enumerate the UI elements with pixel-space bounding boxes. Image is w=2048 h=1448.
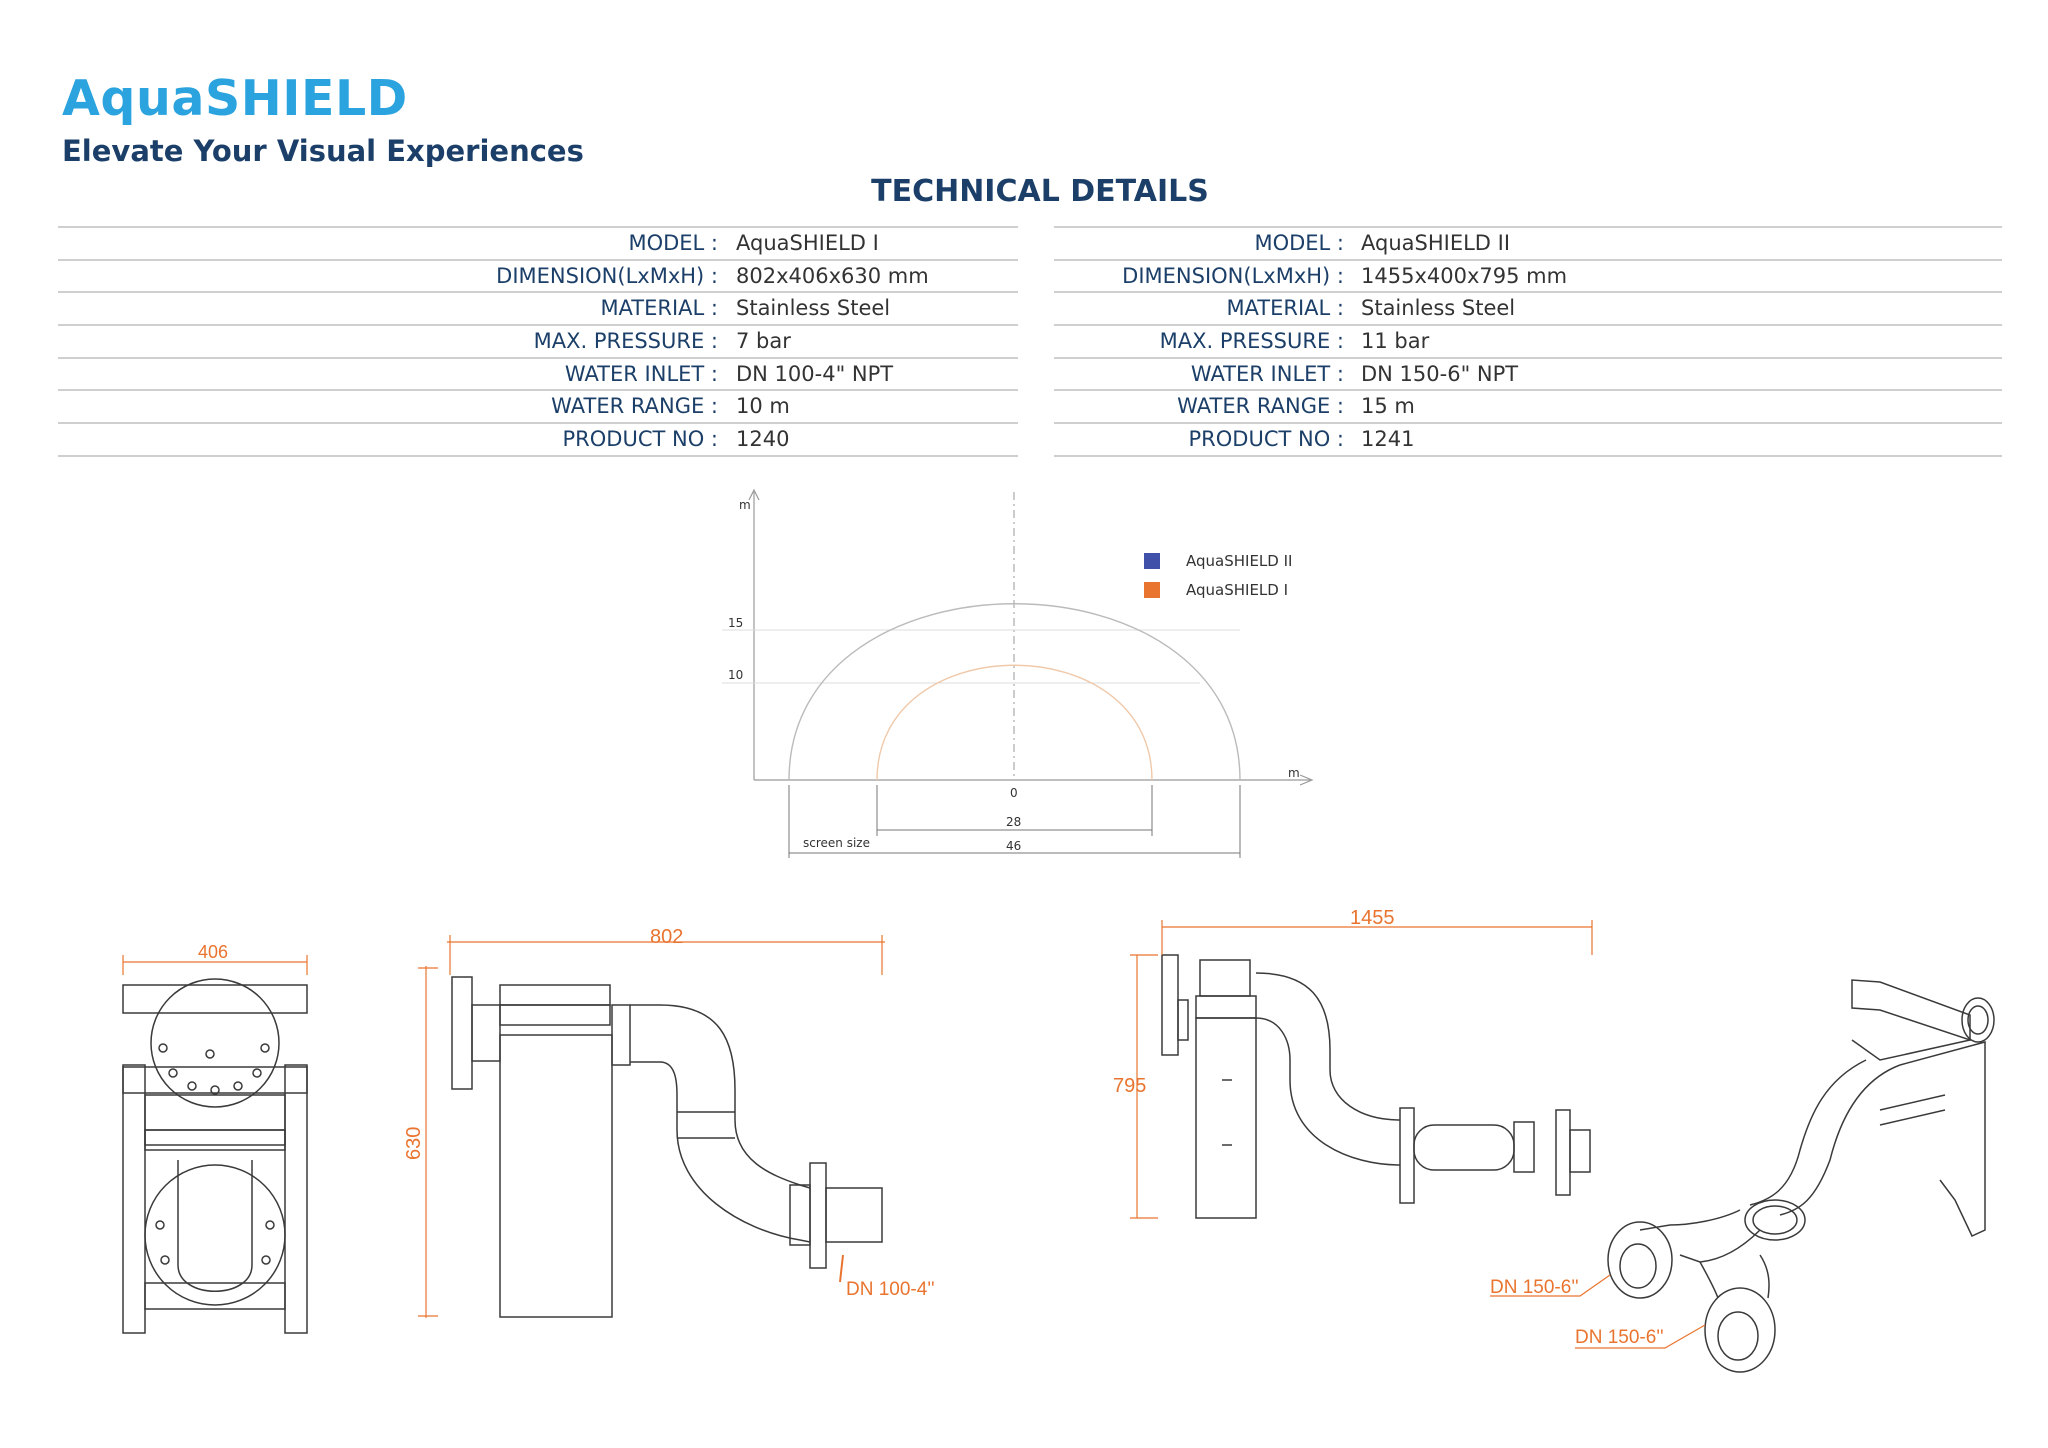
side-view-drawing [451,976,883,1318]
spec-value: AquaSHIELD II [1361,231,1511,255]
range-arc-aquashield-2 [788,603,1241,781]
spec-value: 10 m [736,394,790,419]
range-chart: m m 15 10 0 28 46 screen size AquaSHIELD… [722,488,1314,858]
spec-value: DN 150-6" NPT [1361,361,1519,386]
spec-value: 1241 [1361,427,1415,452]
spec-table-aquashield-1: MODEL : AquaSHIELD I DIMENSION(LxMxH) : 80… [58,226,1018,457]
spec-value: Stainless Steel [1361,296,1516,321]
y-tick-15: 15 [728,616,743,630]
spec-row: WATER RANGE : 15 m [1054,391,2002,425]
y-unit-label: m [739,498,751,512]
y-tick-10: 10 [728,668,743,682]
spec-label: PRODUCT NO : [562,427,718,452]
isometric-drawing [1607,979,1995,1373]
spec-row: MODEL : AquaSHIELD II [1054,228,2002,261]
spec-label: MODEL : [1254,231,1344,255]
spec-label: DIMENSION(LxMxH) : [496,263,718,288]
spec-row: WATER RANGE : 10 m [58,391,1018,425]
spec-label: MATERIAL : [600,296,718,321]
spec-value: 802x406x630 mm [736,263,929,288]
x-unit-label: m [1288,766,1300,780]
spec-value: 15 m [1361,394,1415,419]
spec-row: MODEL : AquaSHIELD I [58,228,1018,261]
x-axis-arrow [1299,774,1314,786]
front-width-dimension: 406 [122,942,308,975]
spec-value: 7 bar [736,329,791,354]
side-inlet-label: DN 100-4'' [846,1279,935,1300]
spec-label: MAX. PRESSURE : [1159,329,1344,354]
spec-label: PRODUCT NO : [1188,427,1344,452]
spec-value: 1240 [736,427,790,452]
spec-row: MATERIAL : Stainless Steel [58,293,1018,327]
spec-label: WATER RANGE : [551,394,718,419]
width-label-46: 46 [1006,839,1021,853]
aquashield-2-side-drawing [1161,954,1591,1219]
spec-value: DN 100-4" NPT [736,361,894,386]
spec-value: AquaSHIELD I [736,231,879,255]
isometric-dimensions: DN 150-6'' DN 150-6'' [1490,1274,1706,1349]
width-label-28: 28 [1006,815,1021,829]
front-width-label: 406 [198,942,228,962]
spec-row: DIMENSION(LxMxH) : 1455x400x795 mm [1054,261,2002,294]
spec-label: WATER INLET : [564,361,718,386]
ii-height-label: 795 [1113,1075,1146,1097]
spec-label: MATERIAL : [1226,296,1344,321]
spec-value: Stainless Steel [736,296,891,321]
range-arc-aquashield-1 [876,664,1153,781]
ii-length-label: 1455 [1350,907,1395,929]
brand-title: AquaSHIELD [62,70,408,127]
spec-row: WATER INLET : DN 100-4" NPT [58,359,1018,392]
y-axis-arrow [748,488,760,501]
spec-label: WATER INLET : [1190,361,1344,386]
spec-row: MAX. PRESSURE : 7 bar [58,326,1018,359]
screen-size-label: screen size [803,836,870,850]
spec-row: DIMENSION(LxMxH) : 802x406x630 mm [58,261,1018,294]
legend-label-aquashield-2: AquaSHIELD II [1186,552,1292,570]
technical-details-heading: TECHNICAL DETAILS [871,174,1209,209]
origin-label: 0 [1010,786,1018,800]
side-dimensions: 802 630 DN 100-4'' [403,926,935,1318]
spec-row: WATER INLET : DN 150-6" NPT [1054,359,2002,392]
spec-row: PRODUCT NO : 1240 [58,424,1018,457]
spec-label: WATER RANGE : [1177,394,1344,419]
side-length-label: 802 [650,926,683,948]
spec-row: MATERIAL : Stainless Steel [1054,293,2002,327]
side-height-label: 630 [403,1127,425,1160]
iso-inlet-label-1: DN 150-6'' [1490,1277,1579,1298]
legend-swatch-aquashield-1 [1144,582,1160,598]
spec-row: MAX. PRESSURE : 11 bar [1054,326,2002,359]
spec-label: DIMENSION(LxMxH) : [1122,263,1344,288]
spec-label: MODEL : [628,231,718,255]
legend-label-aquashield-1: AquaSHIELD I [1186,581,1288,599]
spec-value: 1455x400x795 mm [1361,263,1568,288]
tagline: Elevate Your Visual Experiences [62,134,584,168]
front-view-drawing [122,978,308,1334]
spec-table-aquashield-2: MODEL : AquaSHIELD II DIMENSION(LxMxH) : 1… [1054,226,2002,457]
spec-row: PRODUCT NO : 1241 [1054,424,2002,457]
spec-value: 11 bar [1361,329,1430,354]
aquashield-2-dimensions: 1455 795 [1113,907,1593,1219]
legend-swatch-aquashield-2 [1144,553,1160,569]
iso-inlet-label-2: DN 150-6'' [1575,1327,1664,1348]
spec-label: MAX. PRESSURE : [533,329,718,354]
